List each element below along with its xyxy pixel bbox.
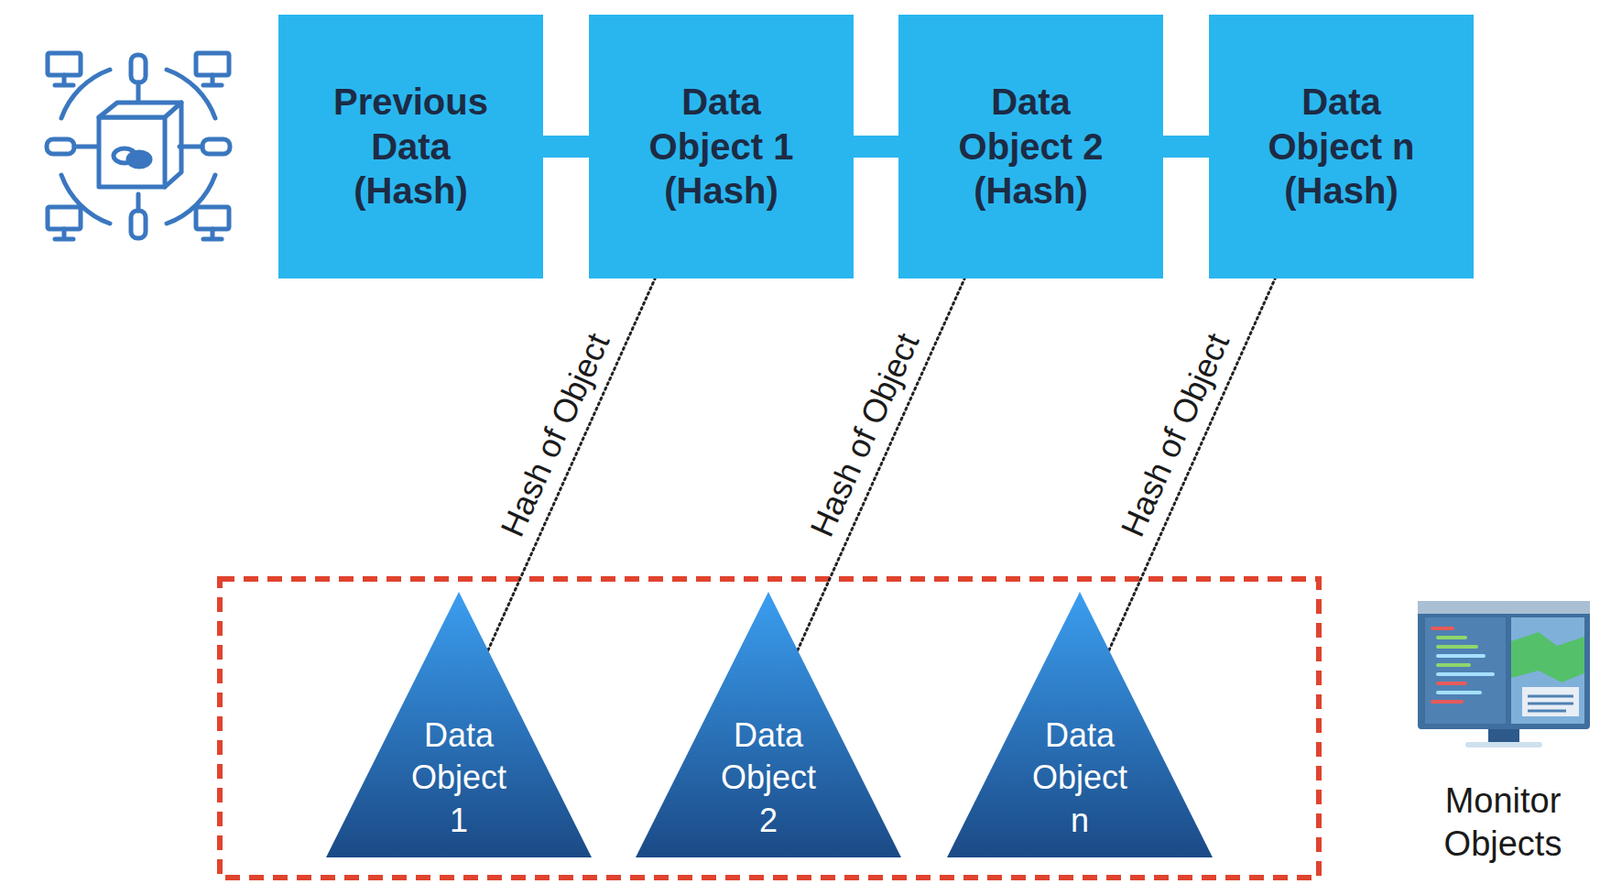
- hash-block: Data Object 2 (Hash): [898, 14, 1164, 279]
- node-text: Data Object 1: [400, 714, 518, 843]
- node-text: Data Object n (Hash): [1247, 79, 1436, 214]
- data-object-triangle: Data Object 2: [635, 591, 902, 858]
- node-text: Data Object 1 (Hash): [627, 79, 816, 214]
- edge-label: Hash of Object: [1113, 325, 1239, 545]
- chain-link: [853, 135, 899, 158]
- node-text: Data Object n: [1021, 714, 1139, 843]
- icon-caption: Monitor Objects: [1415, 779, 1590, 867]
- hash-link: [1109, 278, 1275, 651]
- chain-link: [1163, 135, 1209, 158]
- hash-block: Previous Data (Hash): [278, 14, 544, 279]
- hash-block: Data Object 1 (Hash): [588, 14, 854, 279]
- hash-block: Data Object n (Hash): [1208, 14, 1474, 279]
- edge-label: Hash of Object: [492, 325, 618, 545]
- node-text: Previous Data (Hash): [316, 79, 505, 214]
- chain-link: [543, 135, 589, 158]
- data-object-triangle: Data Object n: [946, 591, 1213, 858]
- hash-link: [488, 278, 655, 651]
- edge-label: Hash of Object: [802, 325, 927, 545]
- node-text: Data Object 2 (Hash): [936, 79, 1125, 214]
- node-text: Data Object 2: [709, 714, 828, 843]
- hash-link: [797, 278, 965, 651]
- blockchain-icon: [46, 53, 230, 240]
- group-boundary: [219, 578, 1319, 878]
- data-object-triangle: Data Object 1: [326, 591, 592, 858]
- monitor-icon: [1417, 600, 1590, 748]
